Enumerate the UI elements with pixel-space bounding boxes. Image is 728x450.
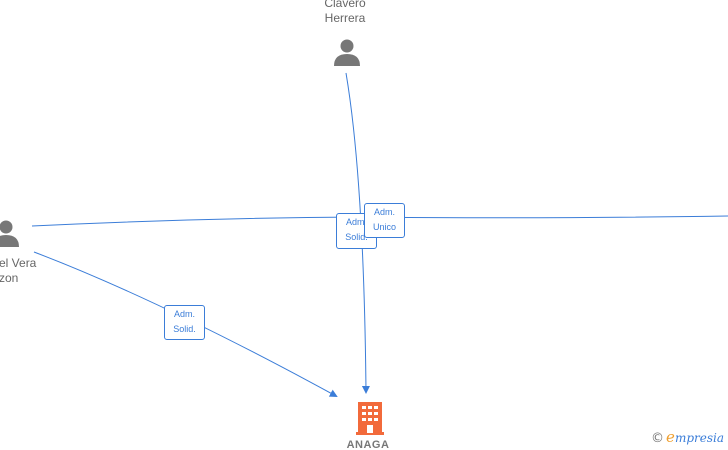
person-left-name[interactable]: el Vera zon bbox=[0, 256, 36, 286]
brand-initial: e bbox=[666, 428, 675, 446]
person-top-icon[interactable] bbox=[332, 37, 362, 67]
edge-label-top-line1: Adm. bbox=[345, 217, 367, 227]
building-icon[interactable] bbox=[354, 400, 386, 436]
person-top-name-line1: Clavero bbox=[324, 0, 366, 10]
edge-label-right-line2: Unico bbox=[372, 222, 396, 232]
person-left-name-line1: el Vera bbox=[0, 256, 37, 270]
edge-right-to-company[interactable] bbox=[361, 215, 728, 219]
edge-label-left-adm-solid[interactable]: Adm. Solid. bbox=[164, 305, 205, 340]
edge-left-horizontal[interactable] bbox=[31, 216, 361, 227]
edge-label-right-adm-unico[interactable]: Adm. Unico bbox=[364, 203, 405, 238]
company-name[interactable]: ANAGA bbox=[346, 439, 390, 450]
person-top-name[interactable]: Clavero Herrera bbox=[310, 0, 380, 26]
empresia-watermark: ©empresia bbox=[651, 428, 724, 446]
edge-label-right-line1: Adm. bbox=[373, 207, 395, 217]
copyright-icon: © bbox=[651, 431, 665, 446]
brand-rest: mpresia bbox=[674, 431, 724, 445]
edge-label-left-line2: Solid. bbox=[173, 324, 196, 334]
person-left-icon[interactable] bbox=[0, 218, 21, 248]
edge-top-to-company[interactable] bbox=[345, 72, 370, 394]
edge-label-top-line2: Solid. bbox=[345, 232, 368, 242]
person-left-name-line2: zon bbox=[0, 271, 19, 285]
edge-label-left-line1: Adm. bbox=[173, 309, 195, 319]
person-top-name-line2: Herrera bbox=[324, 11, 366, 25]
